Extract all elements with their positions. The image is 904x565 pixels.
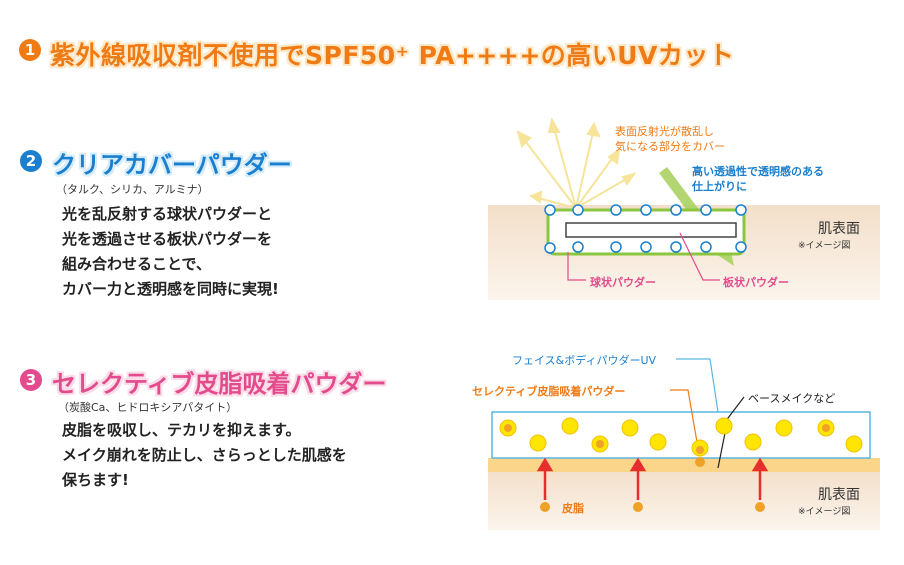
section2-body: 光を乱反射する球状パウダーと 光を透過させる板状パウダーを 組み合わせることで、… xyxy=(62,202,279,302)
section1-number-badge: 1 xyxy=(19,39,41,61)
plate-powder xyxy=(565,222,737,238)
section1-title: 紫外線吸収剤不使用でSPF50⁺ PA++++の高いUVカット xyxy=(50,41,735,70)
label-pointer-lines xyxy=(567,232,720,281)
uv-powder-label: フェイス&ボディパウダーUV xyxy=(512,354,657,367)
section2-body-line: カバー力と透明感を同時に実現! xyxy=(62,280,279,298)
label-pointer-lines xyxy=(670,358,745,469)
section3-body-line: メイク崩れを防止し、さらっとした肌感を xyxy=(62,446,347,464)
section2-body-line: 光を透過させる板状パウダーを xyxy=(62,230,273,248)
image-note: ※イメージ図 xyxy=(798,241,851,251)
section2-body-line: 組み合わせることで、 xyxy=(62,255,211,273)
skin-surface-label: 肌表面 xyxy=(818,221,860,237)
reflect-label-line: 気になる部分をカバー xyxy=(615,140,725,153)
reflect-label: 表面反射光が散乱し 気になる部分をカバー xyxy=(615,124,725,154)
section3-body-line: 皮脂を吸収し、テカリを抑えます。 xyxy=(62,421,301,439)
scattered-light-rays xyxy=(516,117,637,209)
spherical-powder-label: 球状パウダー xyxy=(590,276,656,289)
section3-subtitle: （炭酸Ca、ヒドロキシアパタイト） xyxy=(58,401,238,414)
transparency-label-line: 仕上がりに xyxy=(692,180,747,193)
section3-number-badge: 3 xyxy=(20,369,42,391)
sebum-absorb-diagram xyxy=(488,358,880,530)
section2-subtitle: （タルク、シリカ、アルミナ） xyxy=(56,183,209,196)
section3-body: 皮脂を吸収し、テカリを抑えます。 メイク崩れを防止し、さらっとした肌感を 保ちま… xyxy=(62,418,347,493)
sebum-rise-arrows xyxy=(536,457,769,500)
sebum-blobs xyxy=(504,424,830,512)
base-makeup-layer xyxy=(488,458,880,472)
transparency-label: 高い透過性で透明感のある 仕上がりに xyxy=(692,164,824,194)
section3-body-line: 保ちます! xyxy=(62,471,129,489)
reflect-label-line: 表面反射光が散乱し xyxy=(615,125,714,138)
selective-powder-label: セレクティブ皮脂吸着パウダー xyxy=(472,385,626,398)
image-note: ※イメージ図 xyxy=(798,507,851,517)
spherical-powder-particles xyxy=(544,204,747,254)
section2-number-badge: 2 xyxy=(20,150,42,172)
sebum-label: 皮脂 xyxy=(562,502,584,515)
plate-powder-label: 板状パウダー xyxy=(723,276,789,289)
clear-cover-diagram xyxy=(488,117,880,300)
skin-surface xyxy=(488,468,880,530)
skin-surface-label: 肌表面 xyxy=(818,487,860,503)
transparency-label-line: 高い透過性で透明感のある xyxy=(692,165,824,178)
section2-title: クリアカバーパウダー xyxy=(52,151,292,179)
base-makeup-label: ベースメイクなど xyxy=(748,392,836,405)
section2-body-line: 光を乱反射する球状パウダーと xyxy=(62,205,273,223)
powder-uv-layer xyxy=(491,411,871,459)
section3-title: セレクティブ皮脂吸着パウダー xyxy=(52,370,387,398)
